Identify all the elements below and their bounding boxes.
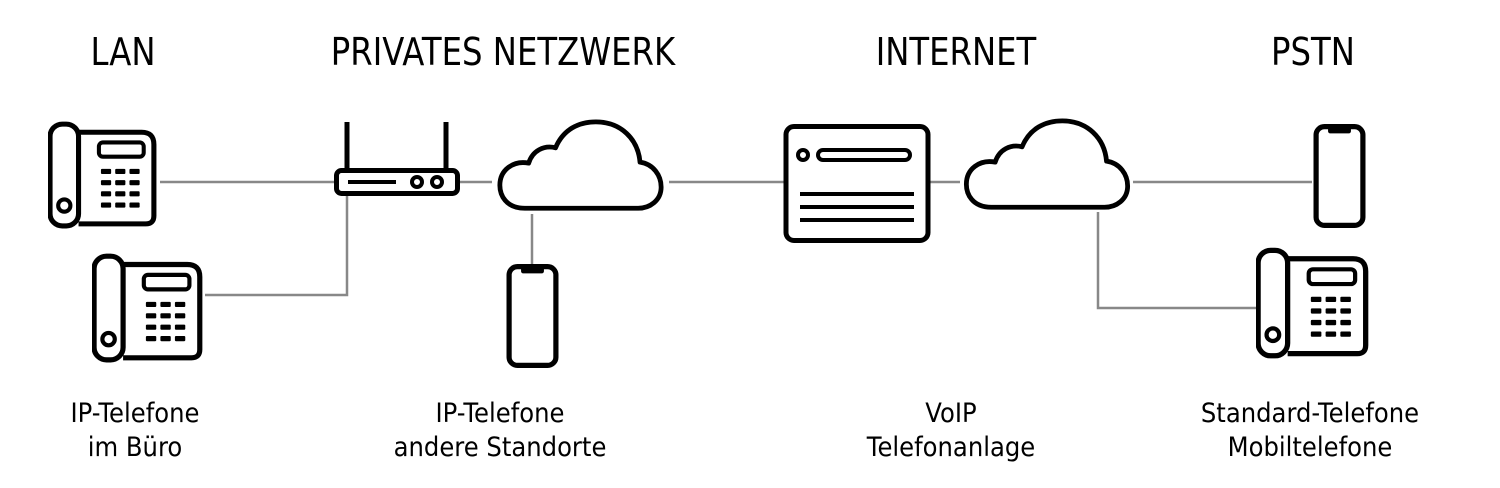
router-icon [334,122,460,196]
cloud-icon [500,122,661,208]
caption-private-network-line1: IP-Telefone [435,398,565,429]
caption-pstn-line1: Standard-Telefone [1200,398,1420,429]
desk-phone-icon [94,256,200,360]
connection-lines [160,180,1312,310]
desk-phone-icon [1258,250,1366,355]
caption-private-network: IP-Telefone andere Standorte [394,397,607,465]
caption-pstn: Standard-Telefone Mobiltelefone [1201,397,1419,465]
caption-lan-line2: im Büro [87,432,183,463]
caption-internet-line1: VoIP [925,398,977,429]
caption-private-network-line2: andere Standorte [393,432,607,463]
heading-pstn: PSTN [1271,30,1355,74]
line-cloud-to-desk-phone [1096,212,1258,310]
smartphone-icon [509,267,556,366]
caption-internet: VoIP Telefonanlage [867,397,1036,465]
heading-private-network: PRIVATES NETZWERK [330,30,676,74]
line-lan-phone2-to-router [205,194,349,297]
caption-lan-line1: IP-Telefone [70,398,200,429]
caption-internet-line2: Telefonanlage [866,432,1036,463]
heading-internet: INTERNET [875,30,1037,74]
desk-phone-icon [50,124,154,226]
caption-pstn-line2: Mobiltelefone [1227,432,1393,463]
caption-lan: IP-Telefone im Büro [71,397,200,465]
pbx-server-icon [783,124,931,243]
cloud-icon [966,121,1127,207]
smartphone-icon [1316,127,1363,226]
heading-lan: LAN [90,30,156,74]
